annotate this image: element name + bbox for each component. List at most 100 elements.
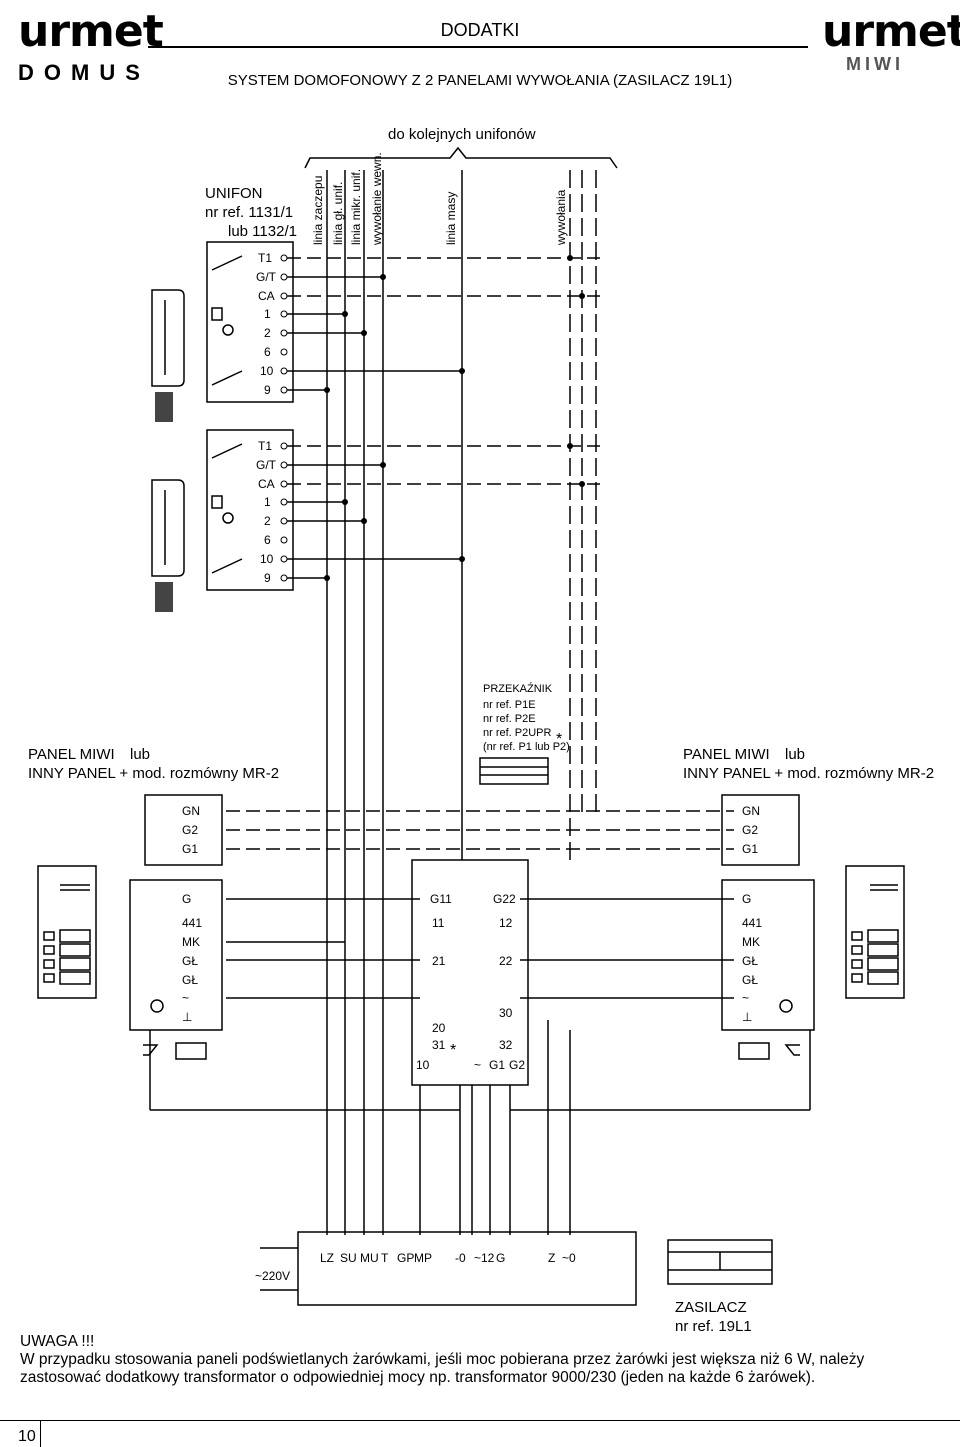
svg-text:INNY PANEL + mod. rozmówny MR-: INNY PANEL + mod. rozmówny MR-2 <box>28 765 279 782</box>
svg-text:MP: MP <box>414 1251 432 1265</box>
svg-text:G/T: G/T <box>256 270 277 284</box>
svg-text:MU: MU <box>360 1251 379 1265</box>
svg-text:6: 6 <box>264 533 271 547</box>
logo-right-main: urmet <box>822 6 960 57</box>
svg-text:CA: CA <box>258 289 275 303</box>
svg-text:*: * <box>450 1042 456 1059</box>
svg-text:G1: G1 <box>489 1058 505 1072</box>
svg-text:~0: ~0 <box>562 1251 576 1265</box>
svg-text:G2: G2 <box>742 823 758 837</box>
svg-text:T: T <box>381 1251 389 1265</box>
svg-text:~: ~ <box>182 991 189 1005</box>
warning-heading: UWAGA !!! <box>20 1333 95 1350</box>
svg-text:11: 11 <box>432 916 445 930</box>
svg-text:G11: G11 <box>430 892 452 906</box>
svg-text:441: 441 <box>182 916 202 930</box>
logo-left-sub: DOMUS <box>18 60 150 85</box>
line-label: linia gł. unif. <box>331 182 345 245</box>
bus-wires <box>326 170 597 1235</box>
svg-text:6: 6 <box>264 345 271 359</box>
svg-text:Z: Z <box>548 1251 555 1265</box>
svg-text:G2: G2 <box>182 823 198 837</box>
header-rule <box>148 46 808 48</box>
svg-text:~12: ~12 <box>474 1251 495 1265</box>
svg-text:lub: lub <box>130 746 150 763</box>
svg-text:2: 2 <box>264 326 271 340</box>
svg-text:32: 32 <box>499 1038 513 1052</box>
svg-text:ZASILACZ: ZASILACZ <box>675 1299 747 1316</box>
svg-text:G: G <box>496 1251 505 1265</box>
lower-bus <box>149 1020 811 1235</box>
svg-text:nr ref. P1E: nr ref. P1E <box>483 699 536 711</box>
svg-text:INNY PANEL + mod. rozmówny MR-: INNY PANEL + mod. rozmówny MR-2 <box>683 765 934 782</box>
svg-text:-0: -0 <box>455 1251 466 1265</box>
urmet-miwi-logo: urmet MIWI <box>822 6 960 85</box>
logo-right-sub: MIWI <box>846 54 904 74</box>
svg-text:441: 441 <box>742 916 762 930</box>
panel-wiring <box>226 810 734 999</box>
svg-text:G1: G1 <box>182 842 198 856</box>
svg-text:GŁ: GŁ <box>742 973 758 987</box>
svg-text:PANEL MIWI: PANEL MIWI <box>28 746 115 763</box>
svg-text:9: 9 <box>264 571 271 585</box>
svg-text:GN: GN <box>182 804 200 818</box>
svg-text:30: 30 <box>499 1006 513 1020</box>
svg-text:10: 10 <box>416 1058 430 1072</box>
svg-text:GŁ: GŁ <box>182 973 198 987</box>
svg-text:T1: T1 <box>258 251 272 265</box>
section-title: DODATKI <box>440 20 520 40</box>
line-label: linia zaczepu <box>311 176 325 245</box>
panel-right-label: PANEL MIWI lub INNY PANEL + mod. rozmówn… <box>683 746 934 782</box>
svg-text:1: 1 <box>264 307 271 321</box>
svg-text:20: 20 <box>432 1021 446 1035</box>
svg-text:31: 31 <box>432 1038 446 1052</box>
svg-text:GŁ: GŁ <box>742 954 758 968</box>
junction-dots <box>324 255 585 581</box>
warning-text: W przypadku stosowania paneli podświetla… <box>20 1351 865 1386</box>
unifon-feeds <box>287 257 600 579</box>
svg-text:(nr ref. P1 lub P2): (nr ref. P1 lub P2) <box>483 741 570 753</box>
unifon-1: T1G/TCA 126 109 <box>151 241 294 422</box>
svg-text:G1: G1 <box>742 842 758 856</box>
svg-text:G: G <box>182 892 191 906</box>
svg-text:*: * <box>556 731 562 748</box>
svg-text:CA: CA <box>258 477 275 491</box>
line-labels: linia zaczepu linia gł. unif. linia mikr… <box>311 152 568 246</box>
line-label: linia mikr. unif. <box>349 169 363 245</box>
svg-text:~: ~ <box>742 991 749 1005</box>
svg-text:GP: GP <box>397 1251 414 1265</box>
svg-text:1: 1 <box>264 495 271 509</box>
top-brace: do kolejnych unifonów <box>304 126 618 169</box>
svg-text:LZ: LZ <box>320 1251 334 1265</box>
footer-divider <box>40 1420 41 1447</box>
svg-text:⊥: ⊥ <box>182 1010 192 1024</box>
svg-text:T1: T1 <box>258 439 272 453</box>
line-label: wywołanie wewn. <box>370 152 384 246</box>
svg-text:G/T: G/T <box>256 458 277 472</box>
svg-text:GN: GN <box>742 804 760 818</box>
svg-text:12: 12 <box>499 916 513 930</box>
footer-rule <box>0 1420 960 1421</box>
panel-left-label: PANEL MIWI lub INNY PANEL + mod. rozmówn… <box>28 746 279 782</box>
svg-text:10: 10 <box>260 364 274 378</box>
svg-text:~220V: ~220V <box>255 1269 290 1283</box>
svg-text:G22: G22 <box>493 892 516 906</box>
relay-module: PRZEKAŹNIK nr ref. P1E nr ref. P2E nr re… <box>479 682 570 785</box>
svg-text:GŁ: GŁ <box>182 954 198 968</box>
top-label: do kolejnych unifonów <box>388 126 536 143</box>
svg-text:PRZEKAŹNIK: PRZEKAŹNIK <box>483 682 553 695</box>
svg-text:~: ~ <box>474 1058 481 1072</box>
svg-text:21: 21 <box>432 954 446 968</box>
unifon-label: UNIFON nr ref. 1131/1 lub 1132/1 <box>205 185 297 240</box>
svg-text:nr ref. 1131/1: nr ref. 1131/1 <box>205 204 293 221</box>
unifon-2: T1G/TCA 126 109 <box>151 429 294 612</box>
page-title: SYSTEM DOMOFONOWY Z 2 PANELAMI WYWOŁANIA… <box>227 72 733 89</box>
svg-text:MK: MK <box>182 935 200 949</box>
svg-text:10: 10 <box>260 552 274 566</box>
svg-text:G2: G2 <box>509 1058 525 1072</box>
